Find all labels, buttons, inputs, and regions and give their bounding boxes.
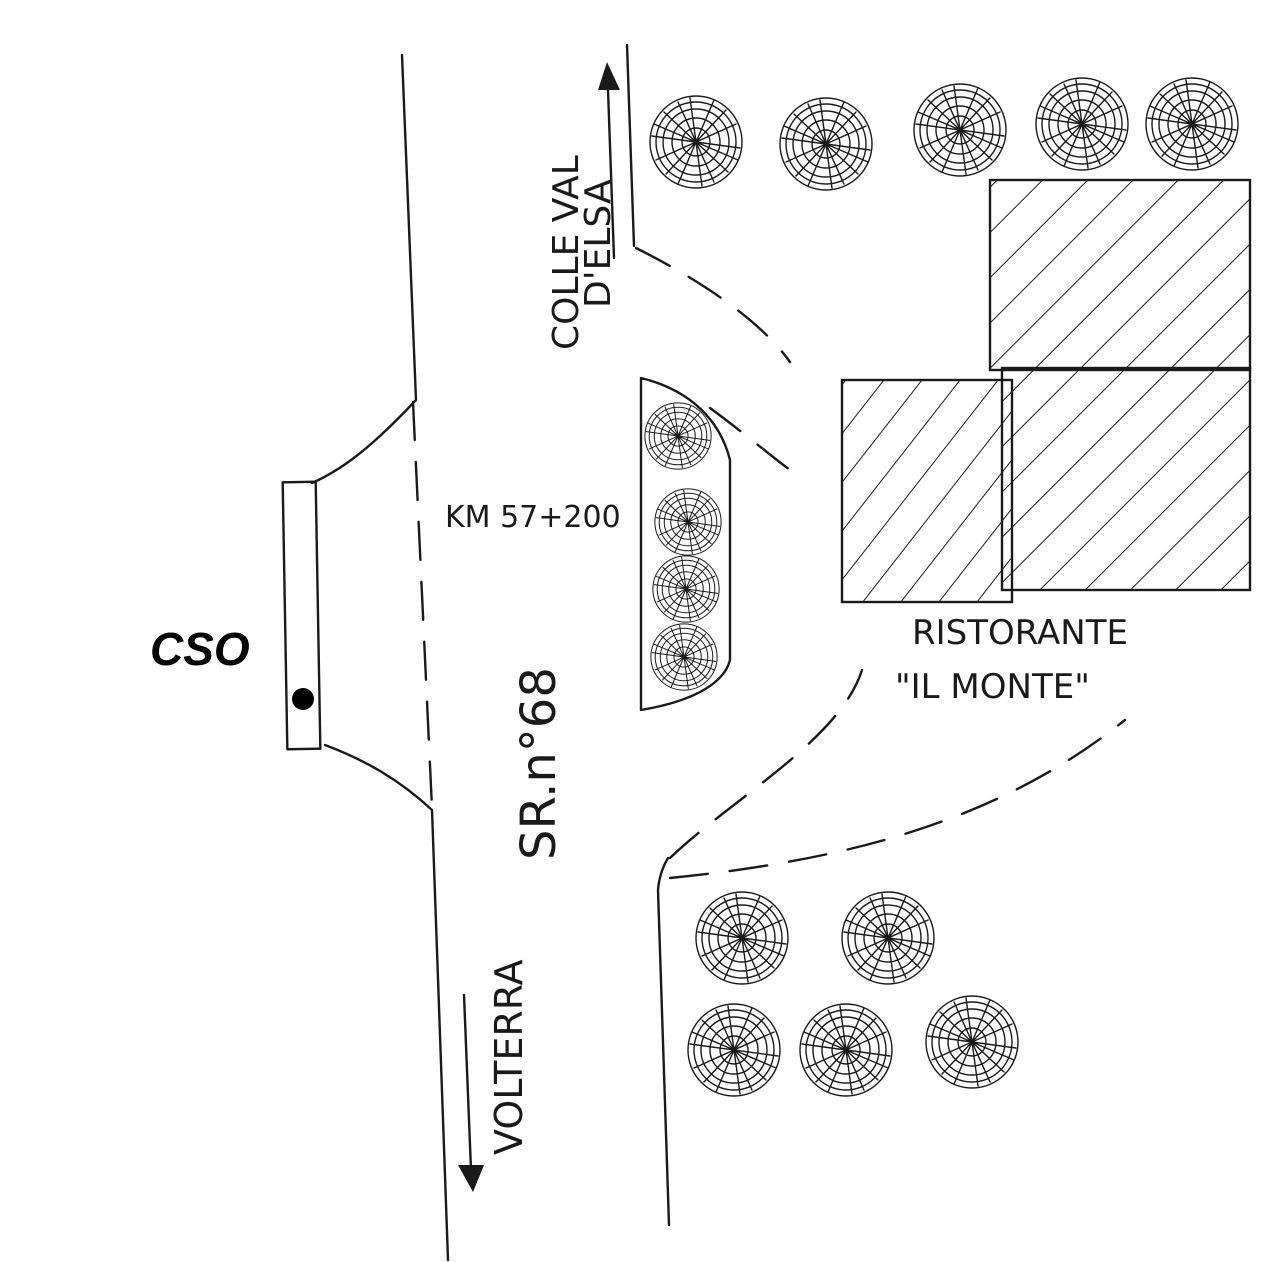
north-destination-label-2: D'ELSA [578, 179, 619, 308]
kilometer-label: KM 57+200 [445, 500, 621, 535]
tree-icon [644, 402, 712, 470]
station-label: CSO [150, 623, 250, 675]
arrow-up-icon [598, 62, 620, 260]
station-platform [281, 480, 322, 751]
tree-icon [687, 1003, 781, 1097]
access-road-edge-b [668, 718, 1127, 880]
tree-icon [654, 488, 722, 556]
tree-icon [799, 1003, 893, 1097]
restaurant-name-label: "IL MONTE" [895, 667, 1090, 707]
road-right-edge-north [625, 43, 636, 248]
junction-curve-island [708, 406, 792, 472]
road-centre-line [411, 400, 434, 810]
tree-icon [913, 83, 1007, 177]
station-marker [292, 688, 314, 710]
tree-icon [1145, 77, 1239, 171]
access-road-edge-a [668, 668, 864, 860]
road-name-label: SR.n°68 [511, 667, 567, 860]
building-main [1000, 366, 1252, 592]
tree-icon [841, 891, 935, 985]
tree-icon [925, 995, 1019, 1089]
restaurant-label: RISTORANTE [912, 613, 1128, 653]
tree-icon [649, 95, 743, 189]
arrow-down-icon [458, 993, 484, 1192]
building-left-wing [840, 378, 1014, 604]
building-upper [988, 178, 1252, 372]
tree-icon [650, 623, 718, 691]
traffic-island [639, 376, 732, 712]
tree-icon [1035, 77, 1129, 171]
south-destination-label: VOLTERRA [487, 959, 531, 1155]
north-destination-label: COLLE VAL [546, 155, 587, 350]
road-right-edge-south [656, 856, 671, 1227]
road-left-edge [310, 53, 450, 1262]
tree-icon [695, 891, 789, 985]
tree-icon [652, 555, 720, 623]
tree-icon [779, 97, 873, 191]
junction-curve-north [634, 246, 792, 364]
